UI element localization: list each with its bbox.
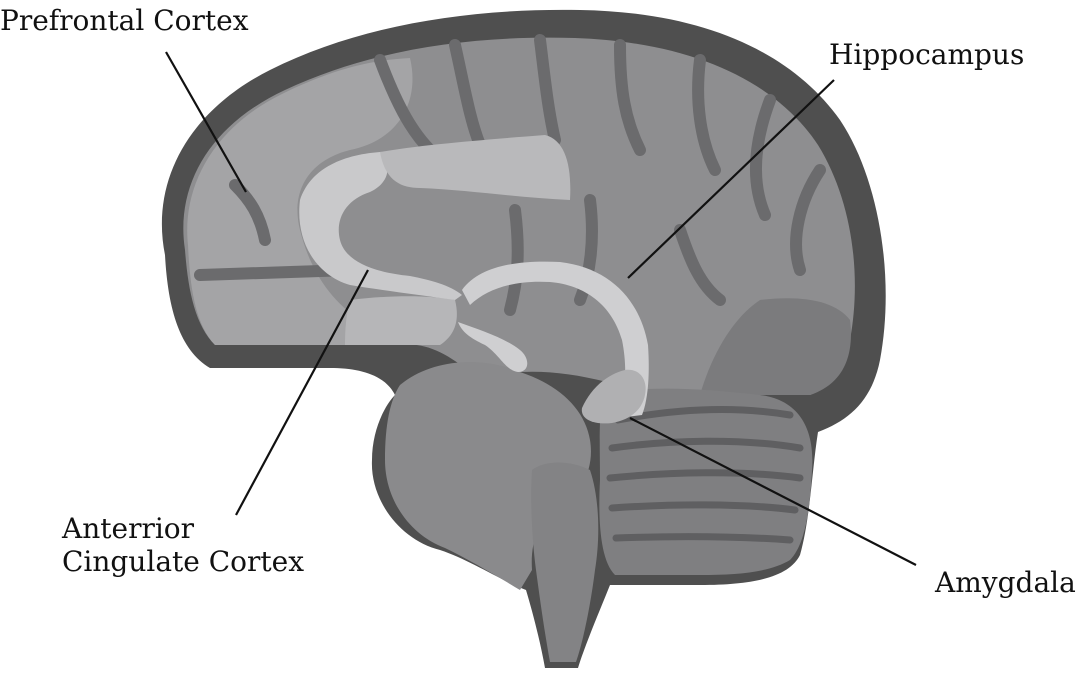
amygdala-highlight: [581, 369, 646, 424]
leader-line-prefrontal: [165, 51, 247, 193]
brainstem: [531, 462, 599, 662]
cerebellum: [599, 388, 813, 575]
label-acc-line2: Cingulate Cortex: [62, 545, 305, 578]
corpus-callosum-highlight: [380, 135, 571, 200]
label-prefrontal-cortex: Prefrontal Cortex: [0, 4, 249, 37]
fornix-highlight: [458, 322, 528, 372]
label-hippocampus: Hippocampus: [829, 38, 1024, 71]
label-amygdala: Amygdala: [935, 566, 1076, 599]
label-amygdala-text: Amygdala: [935, 566, 1076, 599]
leader-line-hippocampus: [627, 79, 835, 279]
temporal-lobe: [385, 362, 591, 590]
leader-lines: [165, 51, 917, 566]
leader-line-acc: [235, 269, 369, 516]
label-prefrontal-cortex-text: Prefrontal Cortex: [0, 4, 249, 37]
label-hippocampus-text: Hippocampus: [829, 38, 1025, 71]
label-acc-line1: Anterrior: [62, 512, 195, 545]
hippocampus-highlight: [462, 261, 649, 418]
orbitofrontal-region: [345, 296, 457, 345]
cerebellum-folia: [606, 406, 804, 544]
cerebral-sulci: [194, 34, 826, 316]
leader-line-amygdala: [629, 417, 917, 566]
occipital-region: [700, 298, 851, 395]
anterior-cingulate-highlight: [299, 152, 462, 300]
label-anterior-cingulate-cortex: Anterrior Cingulate Cortex: [62, 512, 304, 578]
